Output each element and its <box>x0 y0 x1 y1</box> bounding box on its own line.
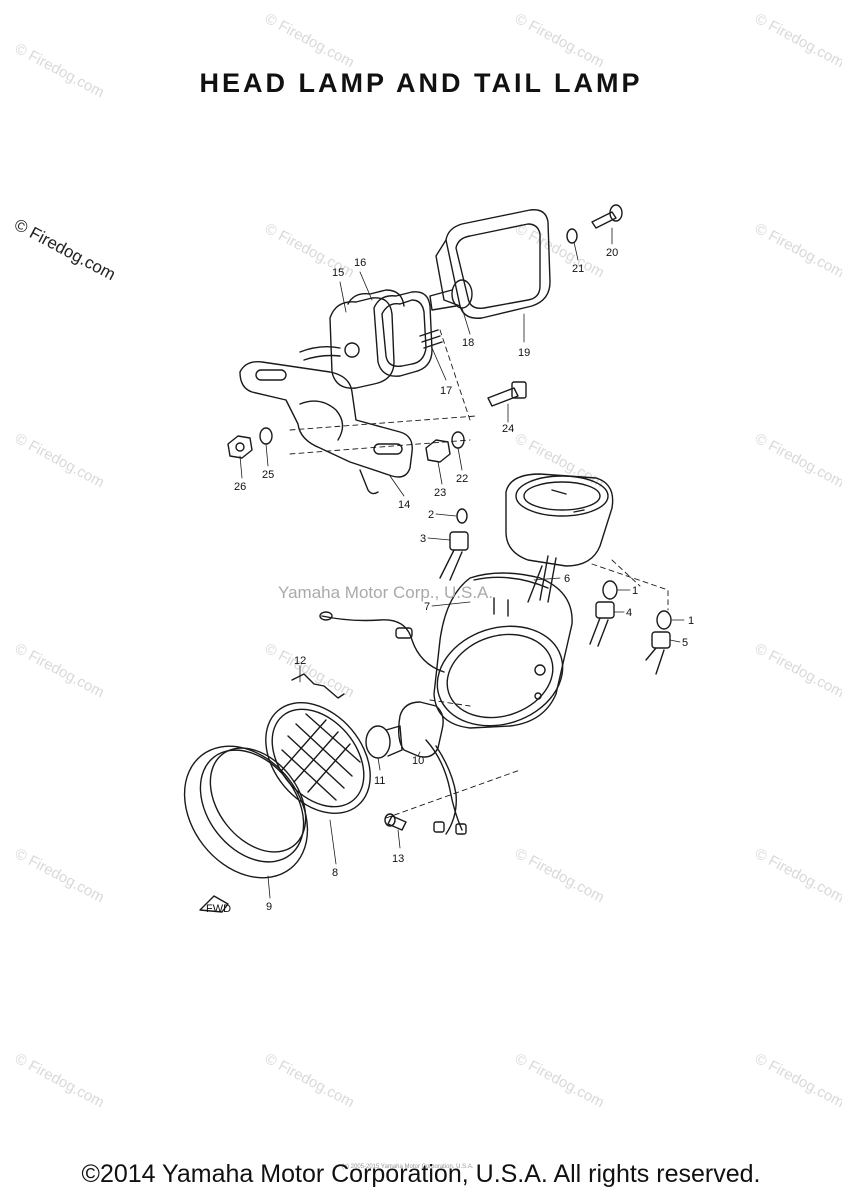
part-1-bulb-upper <box>602 580 618 600</box>
part-13-screw <box>384 813 407 831</box>
label-17: 17 <box>440 385 452 397</box>
tail-wires <box>299 345 341 361</box>
harness-connector <box>395 627 413 639</box>
assembly-guide-lines <box>385 699 521 819</box>
leader-lines <box>239 227 685 899</box>
page-title: HEAD LAMP AND TAIL LAMP <box>199 68 643 98</box>
part-6-cable <box>527 565 543 603</box>
label-16: 16 <box>354 257 366 269</box>
harness-plug <box>319 611 333 621</box>
part-1-bulb-lower <box>656 610 672 630</box>
label-20: 20 <box>606 247 618 259</box>
part-7-headlamp-shell <box>433 572 573 729</box>
part-18-tail-bulb <box>429 279 473 311</box>
label-26: 26 <box>234 481 246 493</box>
part-14-bracket <box>239 361 413 495</box>
label-4: 4 <box>626 607 632 619</box>
part-8-sealed-beam <box>265 702 371 814</box>
label-23: 23 <box>434 487 446 499</box>
part-4-socket <box>589 601 615 647</box>
label-6: 6 <box>564 573 570 585</box>
label-21: 21 <box>572 263 584 275</box>
label-5: 5 <box>682 637 688 649</box>
label-18: 18 <box>462 337 474 349</box>
part-21-washer <box>566 228 578 244</box>
label-9: 9 <box>266 901 272 913</box>
part-24-bolt <box>487 381 527 407</box>
label-24: 24 <box>502 423 514 435</box>
fwd-arrow-icon <box>199 895 229 913</box>
part-12-clip <box>291 673 345 699</box>
part-2-bulb <box>456 508 468 524</box>
label-19: 19 <box>518 347 530 359</box>
label-15: 15 <box>332 267 344 279</box>
label-13: 13 <box>392 853 404 865</box>
copyright-footer: ©2014 Yamaha Motor Corporation, U.S.A. A… <box>81 1160 761 1188</box>
label-7: 7 <box>424 601 430 613</box>
label-10: 10 <box>412 755 424 767</box>
assembly-guide-lines <box>289 329 477 455</box>
part-9-rim <box>183 745 309 879</box>
label-3: 3 <box>420 533 426 545</box>
part-15-gasket <box>329 289 405 389</box>
label-2: 2 <box>428 509 434 521</box>
label-1-upper: 1 <box>632 585 638 597</box>
part-26-nut <box>227 435 253 459</box>
headlamp-harness <box>321 615 445 673</box>
part-22-washer <box>451 431 465 449</box>
label-1-lower: 1 <box>688 615 694 627</box>
label-12: 12 <box>294 655 306 667</box>
part-5-socket <box>645 631 671 675</box>
part-16-tail-base <box>373 291 433 377</box>
part-23-nut <box>425 439 451 463</box>
small-print: (c) 2005-2015 Yamaha Motor Corporation, … <box>342 1164 474 1170</box>
label-25: 25 <box>262 469 274 481</box>
assembly-guide-lines <box>591 559 669 611</box>
part-speedometer <box>505 473 614 603</box>
part-10-bulb-socket <box>397 701 467 835</box>
part-3-socket <box>439 531 469 581</box>
part-25-washer <box>259 427 273 445</box>
fwd-label: FWD <box>206 903 231 915</box>
label-11: 11 <box>374 775 385 787</box>
center-watermark: Yamaha Motor Corp., U.S.A. <box>278 583 494 602</box>
label-22: 22 <box>456 473 468 485</box>
label-14: 14 <box>398 499 410 511</box>
part-17-stud <box>419 329 443 349</box>
part-20-screw <box>591 204 623 229</box>
label-8: 8 <box>332 867 338 879</box>
part-19-tail-lens <box>435 209 551 319</box>
part-11-headlamp-bulb <box>365 725 403 759</box>
